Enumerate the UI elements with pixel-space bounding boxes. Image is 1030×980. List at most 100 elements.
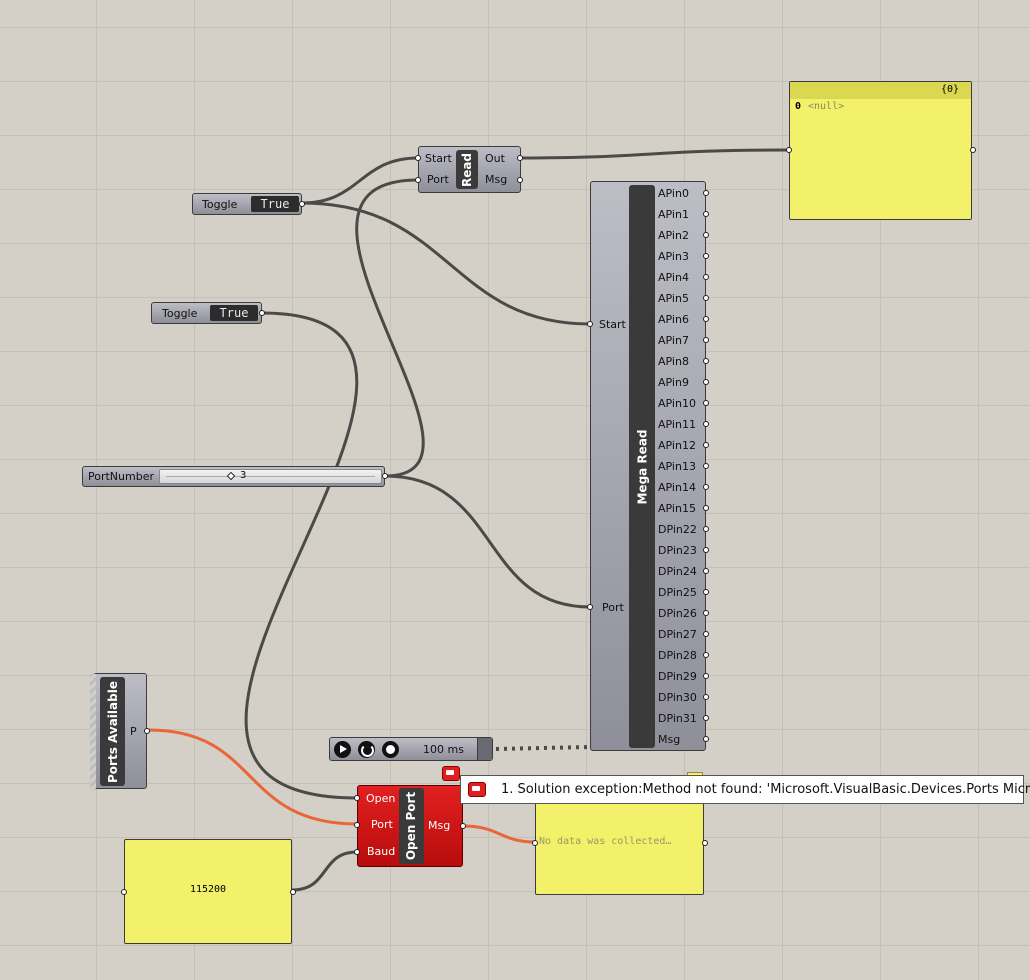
mega-read-start-pin[interactable] [587,321,593,327]
mega-read-output-label: APin2 [658,229,689,242]
stop-icon[interactable] [382,741,399,758]
port-number-slider[interactable]: PortNumber 3 [82,466,388,487]
mega-read-output-pin[interactable] [703,484,709,490]
toggle-2-output-pin[interactable] [259,310,265,316]
read-out-pin[interactable] [517,155,523,161]
wire-ports-open-port [148,728,358,826]
open-port-baud-pin[interactable] [354,849,360,855]
timer-output-grip[interactable] [477,738,492,760]
mega-read-output-pin[interactable] [703,652,709,658]
play-icon[interactable] [334,741,351,758]
open-port-open-pin[interactable] [354,795,360,801]
mega-read-output-label: APin12 [658,439,696,452]
wire-slider-read-port [355,178,425,478]
output-panel-output-pin[interactable] [970,147,976,153]
toggle-1-label: Toggle [202,198,238,211]
wire-toggle1-mega-start [301,201,591,326]
toggle-2-value[interactable]: True [210,305,258,321]
mega-read-title-bar: Mega Read [629,185,655,748]
error-balloon-icon[interactable] [442,766,460,781]
read-input-start: Start [425,152,452,165]
timer-interval: 100 ms [423,743,464,756]
mega-read-output-pin[interactable] [703,589,709,595]
wire-toggle1-read-start [301,156,419,205]
mega-read-output-pin[interactable] [703,505,709,511]
read-msg-pin[interactable] [517,177,523,183]
mega-read-output-pin[interactable] [703,253,709,259]
baud-rate-panel[interactable]: 115200 [121,839,296,944]
read-component[interactable]: Start Port Read Out Msg [415,146,523,193]
mega-read-output-pin[interactable] [703,547,709,553]
mega-read-output-pin[interactable] [703,736,709,742]
mega-read-output-pin[interactable] [703,673,709,679]
mega-read-output-pin[interactable] [703,610,709,616]
mega-read-output-pin[interactable] [703,274,709,280]
mega-read-output-label: DPin25 [658,586,697,599]
message-panel[interactable]: No data was collected… [532,788,708,895]
timer-reset-icon[interactable] [358,741,375,758]
wire-toggle2-open [244,311,359,800]
mega-read-output-pin[interactable] [703,295,709,301]
mega-read-output-label: DPin27 [658,628,697,641]
mega-read-output-pin[interactable] [703,211,709,217]
mega-read-output-label: APin6 [658,313,689,326]
ports-available-title: Ports Available [105,680,120,783]
toggle-2[interactable]: Toggle True [151,302,265,324]
mega-read-output-pin[interactable] [703,337,709,343]
ports-available-component[interactable]: Ports Available P [90,673,150,790]
output-panel-value: <null> [808,101,845,112]
timer-component[interactable]: 100 ms [329,737,493,761]
error-tooltip-text: 1. Solution exception:Method not found: … [501,782,1030,797]
mega-read-output-pin[interactable] [703,358,709,364]
open-port-component[interactable]: Open Port Baud Open Port Msg [354,785,466,867]
toggle-1[interactable]: Toggle True [192,193,305,215]
open-port-msg-pin[interactable] [460,823,466,829]
baud-panel-output-pin[interactable] [290,889,296,895]
message-panel-output-pin[interactable] [702,840,708,846]
mega-read-output-pin[interactable] [703,715,709,721]
wire-slider-mega-port [384,474,591,609]
mega-read-output-pin[interactable] [703,442,709,448]
output-panel[interactable]: {0} 0 <null> [786,81,976,220]
mega-read-input-start: Start [599,318,626,331]
open-port-port-pin[interactable] [354,822,360,828]
mega-read-output-pin[interactable] [703,379,709,385]
baud-panel-input-pin[interactable] [121,889,127,895]
ports-available-output-label: P [130,725,137,738]
mega-read-output-pin[interactable] [703,568,709,574]
toggle-1-output-pin[interactable] [299,201,305,207]
mega-read-output-pin[interactable] [703,631,709,637]
mega-read-output-label: Msg [658,733,681,746]
read-start-pin[interactable] [415,155,421,161]
read-port-pin[interactable] [415,177,421,183]
output-panel-input-pin[interactable] [786,147,792,153]
mega-read-output-pin[interactable] [703,400,709,406]
mega-read-output-pin[interactable] [703,421,709,427]
wire-openport-msg-panel [462,824,536,844]
slider-output-pin[interactable] [382,473,388,479]
error-balloon-mark [446,770,454,775]
message-panel-input-pin[interactable] [532,840,538,846]
play-triangle [340,745,347,753]
mega-read-output-pin[interactable] [703,694,709,700]
toggle-1-value[interactable]: True [251,196,299,212]
error-tooltip: 1. Solution exception:Method not found: … [460,775,1030,804]
mega-read-output-label: APin1 [658,208,689,221]
mega-read-output-pin[interactable] [703,190,709,196]
output-panel-index: 0 [795,101,802,112]
slider-track[interactable]: 3 [159,469,382,484]
read-title: Read [460,152,475,187]
timer-reset-arc [361,744,374,757]
mega-read-output-label: APin7 [658,334,689,347]
ports-available-output-pin[interactable] [144,728,150,734]
mega-read-output-pin[interactable] [703,463,709,469]
slider-rail [166,476,375,477]
mega-read-output-pin[interactable] [703,232,709,238]
mega-read-output-pin[interactable] [703,526,709,532]
mega-read-port-pin[interactable] [587,604,593,610]
mega-read-output-pin[interactable] [703,316,709,322]
slider-grip[interactable] [226,471,236,481]
mega-read-output-label: APin5 [658,292,689,305]
mega-read-output-label: APin4 [658,271,689,284]
